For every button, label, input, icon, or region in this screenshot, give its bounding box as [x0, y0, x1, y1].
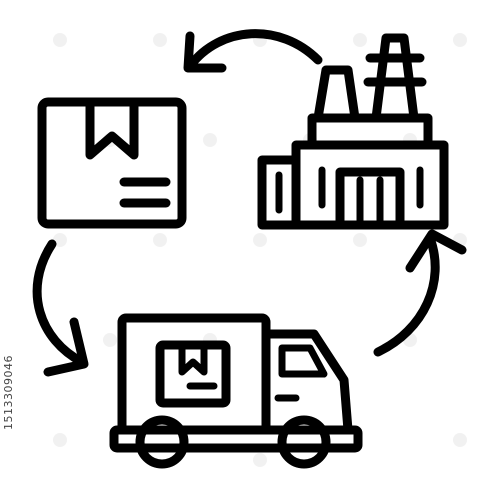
image-id-label: 1513309046 — [2, 355, 15, 430]
package-box-icon — [37, 97, 187, 229]
cycle-arrow-icon — [32, 29, 467, 377]
delivery-truck-icon — [109, 313, 363, 469]
factory-icon — [257, 33, 449, 230]
